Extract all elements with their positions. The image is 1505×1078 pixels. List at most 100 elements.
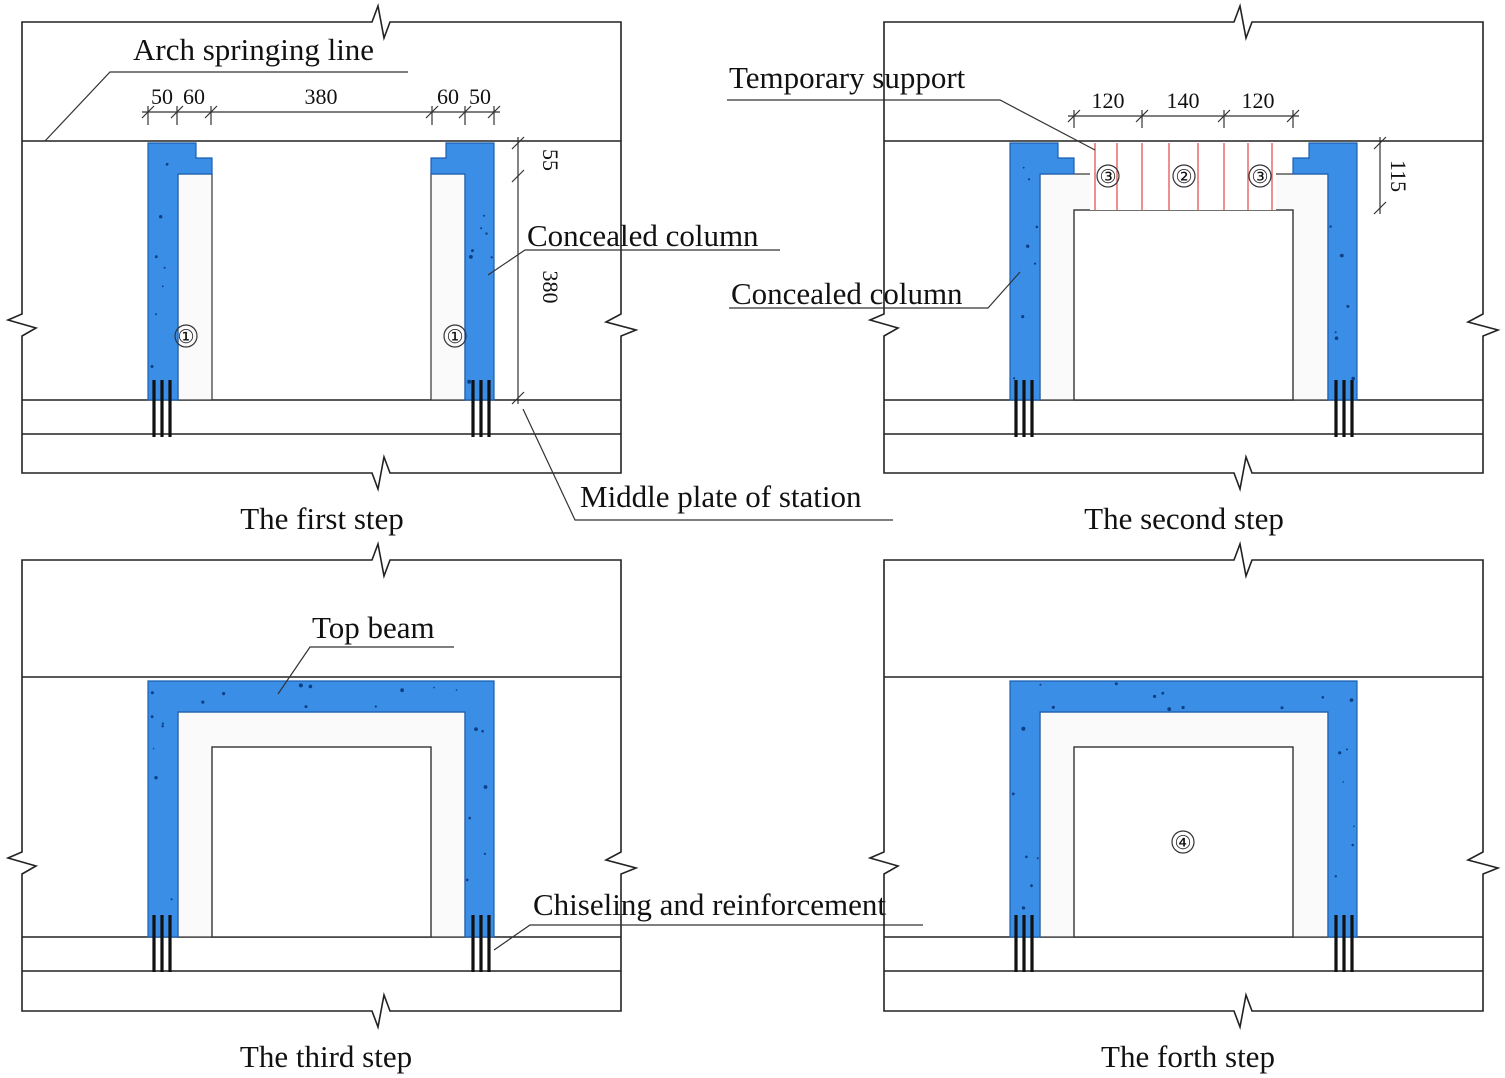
dim-1-a: 50 xyxy=(151,84,173,109)
rebars-left-2 xyxy=(1014,380,1034,437)
caption-step-2: The second step xyxy=(1084,501,1284,536)
concrete-fleck xyxy=(1033,262,1037,265)
concrete-fleck xyxy=(471,249,474,253)
concrete-fleck xyxy=(400,688,404,693)
concrete-texture xyxy=(150,162,1355,910)
concrete-fleck xyxy=(1021,906,1026,910)
marker-1-left: ① xyxy=(177,327,194,348)
excavation-void-3 xyxy=(211,746,432,938)
concrete-fleck xyxy=(1011,792,1015,796)
concrete-fleck xyxy=(1353,825,1355,827)
dimension-top-2 xyxy=(1067,109,1300,128)
temporary-support-lines xyxy=(1094,143,1273,210)
concrete-fleck xyxy=(490,256,493,259)
dim-2-c: 120 xyxy=(1242,88,1275,113)
concrete-fleck xyxy=(483,785,488,789)
rebars-right-3 xyxy=(471,915,491,972)
panel-step-1: 50 60 380 60 50 55 380 ① ① Arch springin… xyxy=(5,3,893,536)
concrete-fleck xyxy=(480,227,483,230)
concrete-fleck xyxy=(1013,377,1016,380)
caption-step-4: The forth step xyxy=(1101,1039,1275,1074)
concrete-fleck xyxy=(1039,683,1042,686)
marker-2-left: ③ xyxy=(1099,167,1116,188)
concrete-fleck xyxy=(1025,855,1028,859)
marker-circle-1-right xyxy=(443,324,467,348)
label-arch-springing-line: Arch springing line xyxy=(133,32,374,67)
rebars-left-4 xyxy=(1014,915,1034,972)
concrete-fleck xyxy=(483,852,486,856)
concrete-fleck xyxy=(1349,698,1354,702)
leader-concealed-1 xyxy=(487,249,780,276)
concrete-fleck xyxy=(465,878,469,882)
marker-circle-1-left xyxy=(174,324,198,348)
panel-step-4: ④ The forth step xyxy=(867,541,1501,1074)
concrete-fleck xyxy=(455,689,458,691)
dim-2-b: 140 xyxy=(1167,88,1200,113)
concrete-fleck xyxy=(154,776,158,780)
concrete-fleck xyxy=(1345,748,1348,751)
dimension-right-2 xyxy=(1373,136,1387,215)
concrete-fleck xyxy=(161,285,164,288)
concrete-fleck xyxy=(159,215,163,219)
concrete-fleck xyxy=(433,686,435,689)
concrete-fleck xyxy=(1153,694,1157,699)
concrete-fleck xyxy=(1334,336,1339,341)
leader-temporary-support xyxy=(727,99,1096,151)
concrete-fleck xyxy=(1351,843,1354,847)
rebars-left-3 xyxy=(152,915,172,972)
marker-2-mid: ② xyxy=(1175,167,1192,188)
concrete-fleck xyxy=(1334,875,1338,878)
rebars-left-1 xyxy=(152,380,172,437)
concrete-fleck xyxy=(1167,707,1172,711)
excavation-void-2 xyxy=(1073,209,1294,401)
concrete-fleck xyxy=(1030,884,1033,888)
panel-step-2: 120 140 120 115 ③ ② ③ Temporary support … xyxy=(727,3,1501,536)
excavation-void-4 xyxy=(1073,746,1294,938)
concrete-fleck xyxy=(170,898,173,901)
concrete-fleck xyxy=(155,313,158,316)
right-lining-1 xyxy=(430,173,466,401)
concealed-column-right-1 xyxy=(430,142,495,401)
concrete-fleck xyxy=(1027,178,1031,181)
marker-4-center: ④ xyxy=(1174,833,1191,854)
concrete-fleck xyxy=(154,255,158,259)
concrete-fleck xyxy=(1280,706,1284,710)
dimension-top-1 xyxy=(141,105,501,125)
label-top-beam: Top beam xyxy=(312,610,435,645)
leader-arch xyxy=(44,71,408,142)
concrete-fleck xyxy=(1021,726,1026,731)
label-concealed-column-2: Concealed column xyxy=(731,276,963,311)
concrete-fleck xyxy=(483,214,486,217)
concrete-fleck xyxy=(165,162,169,166)
dim-1-380v: 380 xyxy=(538,271,563,304)
concrete-fleck xyxy=(1161,691,1165,695)
concrete-fleck xyxy=(1338,751,1342,755)
concrete-fleck xyxy=(469,255,473,259)
concrete-fleck xyxy=(308,684,313,689)
label-concealed-column-1: Concealed column xyxy=(527,218,759,253)
concrete-fleck xyxy=(1321,696,1325,699)
concrete-fleck xyxy=(1035,225,1039,229)
concrete-fleck xyxy=(161,722,164,725)
concrete-fleck xyxy=(374,705,377,708)
concrete-fleck xyxy=(1342,781,1344,783)
concrete-fleck xyxy=(1329,225,1332,228)
dim-2-115: 115 xyxy=(1386,160,1411,192)
concrete-fleck xyxy=(161,725,164,728)
concrete-fleck xyxy=(1339,254,1342,257)
concrete-fleck xyxy=(1114,682,1118,686)
concrete-fleck xyxy=(1022,166,1025,169)
concrete-fleck xyxy=(150,365,154,368)
concrete-fleck xyxy=(467,379,472,384)
concrete-fleck xyxy=(485,232,488,235)
marker-1-right: ① xyxy=(446,327,463,348)
concrete-fleck xyxy=(468,816,472,820)
concrete-fleck xyxy=(481,729,484,733)
top-beam-frame-3 xyxy=(147,680,495,938)
left-lining-1 xyxy=(177,173,213,401)
concrete-fleck xyxy=(1036,857,1039,860)
dim-1-55: 55 xyxy=(538,149,563,171)
caption-step-1: The first step xyxy=(240,501,404,536)
dim-2-a: 120 xyxy=(1092,88,1125,113)
concrete-fleck xyxy=(222,692,226,696)
